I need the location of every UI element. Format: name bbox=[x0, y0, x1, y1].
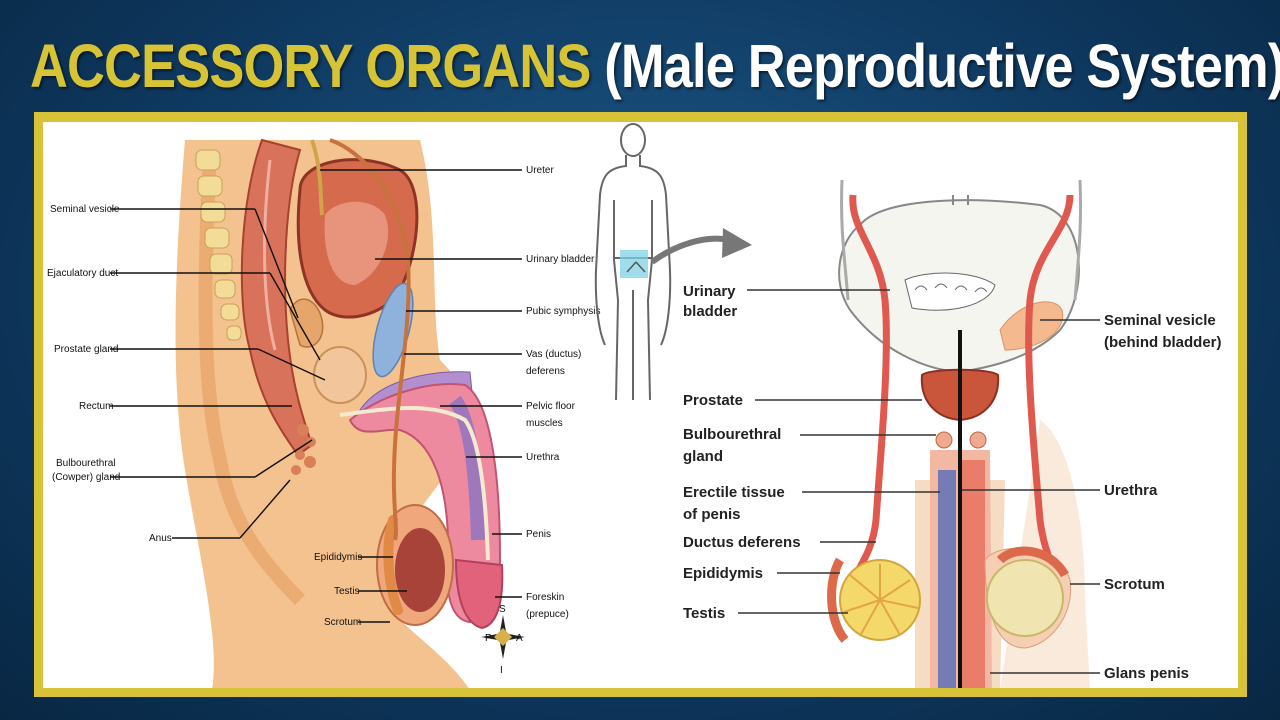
title-accent: ACCESSORY ORGANS bbox=[30, 32, 591, 100]
label-pelvic-line1: Pelvic floor bbox=[526, 401, 576, 412]
label-testis-right: Testis bbox=[683, 605, 725, 622]
label-prostate: Prostate bbox=[683, 392, 743, 409]
label-urinary-bladder-left: Urinary bladder bbox=[526, 254, 595, 265]
label-anus: Anus bbox=[149, 533, 172, 544]
label-foreskin-line2: (prepuce) bbox=[526, 609, 569, 620]
label-pelvic-line2: muscles bbox=[526, 418, 563, 429]
label-ductus-deferens: Ductus deferens bbox=[683, 534, 801, 551]
label-scrotum-right: Scrotum bbox=[1104, 576, 1165, 593]
label-seminal-vesicle: Seminal vesicle bbox=[50, 204, 120, 215]
label-urethra-right: Urethra bbox=[1104, 482, 1158, 499]
label-rectum: Rectum bbox=[79, 401, 113, 412]
label-foreskin-line1: Foreskin bbox=[526, 592, 564, 603]
right-leader-lines bbox=[738, 289, 1100, 674]
compass-p: P bbox=[485, 633, 492, 644]
human-outline bbox=[594, 123, 672, 401]
label-bulbo-line1: Bulbourethral bbox=[683, 426, 781, 443]
label-glans-penis: Glans penis bbox=[1104, 665, 1189, 682]
label-ejaculatory-duct: Ejaculatory duct bbox=[47, 268, 118, 279]
label-erectile-line1: Erectile tissue bbox=[683, 484, 785, 501]
diagram-panel: Seminal vesicle Ejaculatory duct Prostat… bbox=[43, 122, 1238, 688]
label-penis: Penis bbox=[526, 529, 551, 540]
label-prostate-gland: Prostate gland bbox=[54, 344, 119, 355]
label-vas-line2: deferens bbox=[526, 366, 565, 377]
sagittal-section bbox=[175, 138, 504, 688]
label-seminal-line2: (behind bladder) bbox=[1104, 334, 1222, 351]
label-seminal-line1: Seminal vesicle bbox=[1104, 312, 1216, 329]
label-scrotum-left: Scrotum bbox=[324, 617, 361, 628]
label-bulbo-line2: gland bbox=[683, 448, 723, 465]
label-urinary-line2: bladder bbox=[683, 303, 737, 320]
compass-rose: S P A I bbox=[481, 604, 525, 676]
label-urinary-line1: Urinary bbox=[683, 283, 736, 300]
compass-a: A bbox=[516, 633, 523, 644]
label-testis-left: Testis bbox=[334, 586, 360, 597]
left-leader-lines bbox=[110, 169, 522, 623]
frontal-view bbox=[827, 179, 1090, 688]
label-ureter: Ureter bbox=[526, 165, 554, 176]
title-main: (Male Reproductive System) bbox=[604, 32, 1280, 100]
label-epididymis-right: Epididymis bbox=[683, 565, 763, 582]
compass-s: S bbox=[499, 604, 506, 615]
compass-i: I bbox=[500, 665, 503, 676]
label-bulbourethral-line1: Bulbourethral bbox=[56, 458, 115, 469]
label-vas-line1: Vas (ductus) bbox=[526, 349, 581, 360]
label-urethra-left: Urethra bbox=[526, 452, 560, 463]
label-pubic-symphysis: Pubic symphysis bbox=[526, 306, 600, 317]
label-bulbourethral-line2: (Cowper) gland bbox=[52, 472, 120, 483]
label-erectile-line2: of penis bbox=[683, 506, 741, 523]
page-title: ACCESSORY ORGANS (Male Reproductive Syst… bbox=[30, 26, 1280, 106]
pointer-arrow bbox=[650, 228, 752, 265]
label-epididymis-left: Epididymis bbox=[314, 552, 362, 563]
anatomy-diagram: Seminal vesicle Ejaculatory duct Prostat… bbox=[47, 123, 1222, 688]
